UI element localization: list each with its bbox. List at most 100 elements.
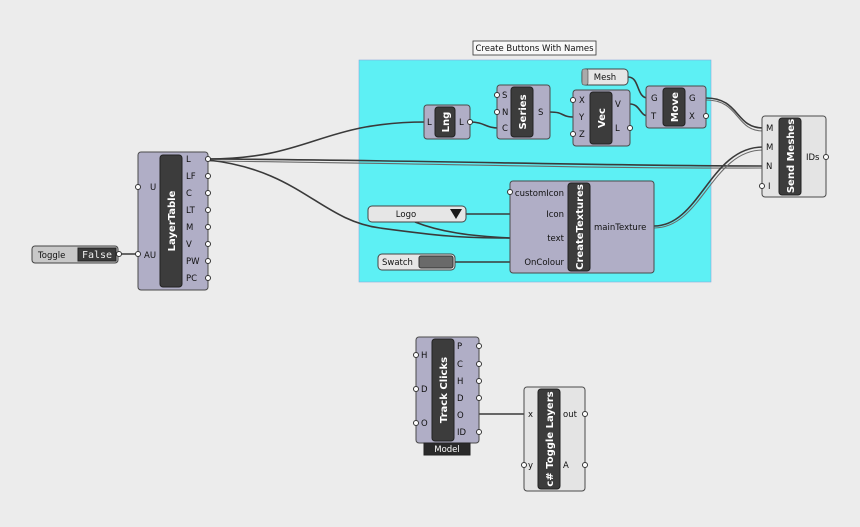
- trackclicks-output-d: D: [457, 394, 464, 404]
- vec-output-v: V: [615, 100, 621, 110]
- trackclicks-component[interactable]: Track Clicks H D O P C H D O ID Model: [413, 336, 482, 456]
- trackclicks-port-d[interactable]: [413, 386, 419, 392]
- move-port-x[interactable]: [703, 113, 709, 119]
- send-meshes-input-m2: M: [766, 143, 773, 153]
- createtextures-input-customicon: customIcon: [515, 189, 564, 199]
- toggle-component[interactable]: Toggle False: [31, 245, 122, 264]
- vec-input-x: X: [579, 96, 585, 106]
- lng-title: Lng: [441, 112, 452, 133]
- createtextures-port-customicon[interactable]: [507, 189, 513, 195]
- toggle-layers-input-x: x: [528, 410, 533, 420]
- wire-l-lng: [207, 121, 427, 160]
- layertable-input-u: U: [150, 183, 156, 193]
- wire-mesh-move: [627, 76, 649, 99]
- group-label-text: Create Buttons With Names: [475, 44, 594, 54]
- vec-component[interactable]: Vec X Y Z V L: [570, 89, 633, 147]
- vec-port-x[interactable]: [570, 97, 576, 103]
- trackclicks-port-d-out[interactable]: [476, 395, 482, 401]
- trackclicks-port-c[interactable]: [476, 361, 482, 367]
- trackclicks-port-o[interactable]: [413, 420, 419, 426]
- toggle-layers-port-out[interactable]: [582, 411, 588, 417]
- series-port-s[interactable]: [494, 92, 500, 98]
- swatch-param[interactable]: Swatch: [377, 253, 456, 271]
- createtextures-title: CreateTextures: [575, 184, 586, 270]
- swatch-color-chip[interactable]: [418, 255, 454, 269]
- series-input-n: N: [502, 108, 508, 118]
- layertable-port-lt[interactable]: [205, 207, 211, 213]
- trackclicks-output-h: H: [457, 377, 463, 387]
- send-meshes-input-i: I: [768, 182, 771, 192]
- toggle-layers-port-a[interactable]: [582, 462, 588, 468]
- wire-move-send-m: [705, 97, 764, 129]
- vec-port-z[interactable]: [570, 131, 576, 137]
- move-output-g: G: [689, 94, 696, 104]
- move-component[interactable]: Move G T G X: [645, 85, 709, 129]
- dropdown-arrow-icon[interactable]: [450, 209, 462, 219]
- vec-port-l[interactable]: [627, 125, 633, 131]
- toggle-layers-input-y: y: [528, 461, 533, 471]
- series-title: Series: [518, 94, 529, 129]
- trackclicks-port-p[interactable]: [476, 343, 482, 349]
- layertable-port-c[interactable]: [205, 190, 211, 196]
- group-label[interactable]: Create Buttons With Names: [472, 40, 597, 56]
- move-output-x: X: [689, 112, 695, 122]
- wire-lng-series: [469, 121, 500, 129]
- layertable-output-c: C: [186, 189, 192, 199]
- swatch-label: Swatch: [382, 258, 413, 268]
- wire-texture-send-m2: [653, 146, 764, 227]
- wire-series-vec: [549, 111, 576, 118]
- series-port-n[interactable]: [494, 109, 500, 115]
- move-title: Move: [670, 92, 681, 122]
- layertable-port-pw[interactable]: [205, 258, 211, 264]
- send-meshes-port-ids[interactable]: [823, 154, 829, 160]
- lng-input-l: L: [427, 118, 432, 128]
- vec-title: Vec: [597, 108, 608, 128]
- lng-component[interactable]: Lng L L: [423, 104, 473, 140]
- layertable-output-lf: LF: [186, 172, 196, 182]
- trackclicks-port-id[interactable]: [476, 429, 482, 435]
- layertable-port-v[interactable]: [205, 241, 211, 247]
- layertable-port-m[interactable]: [205, 224, 211, 230]
- trackclicks-port-h-out[interactable]: [476, 378, 482, 384]
- lng-output-l: L: [459, 118, 464, 128]
- toggle-layers-port-y[interactable]: [521, 462, 527, 468]
- layertable-output-v: V: [186, 240, 192, 250]
- layertable-port-u[interactable]: [135, 184, 141, 190]
- wire-texture-send-m2-2: [653, 149, 764, 229]
- layertable-port-l[interactable]: [205, 156, 211, 162]
- lng-port-out[interactable]: [467, 119, 473, 125]
- wire-l-text: [207, 159, 511, 239]
- createtextures-component[interactable]: CreateTextures customIcon Icon text OnCo…: [507, 180, 655, 274]
- layertable-port-au[interactable]: [135, 251, 141, 257]
- toggle-value[interactable]: False: [82, 250, 112, 261]
- trackclicks-input-h: H: [421, 351, 427, 361]
- layertable-component[interactable]: LayerTable U AU L LF C LT M V PW PC: [135, 151, 211, 291]
- toggle-layers-component[interactable]: c# Toggle Layers x y out A: [521, 386, 588, 492]
- trackclicks-output-c: C: [457, 360, 463, 370]
- layertable-output-lt: LT: [186, 206, 196, 216]
- trackclicks-output-id: ID: [457, 428, 467, 438]
- mesh-label: Mesh: [594, 73, 616, 83]
- send-meshes-component[interactable]: Send Meshes M M N I IDs: [759, 115, 829, 198]
- toggle-layers-output-a: A: [563, 461, 569, 471]
- wire-move-send-m-2: [705, 99, 764, 132]
- toggle-output-port[interactable]: [116, 251, 122, 257]
- series-component[interactable]: Series S N C S: [494, 84, 551, 140]
- layertable-port-lf[interactable]: [205, 173, 211, 179]
- layertable-output-pw: PW: [186, 257, 200, 267]
- logo-valuelist[interactable]: Logo: [367, 205, 467, 223]
- series-input-s: S: [502, 91, 507, 101]
- send-meshes-input-n: N: [766, 162, 772, 172]
- mesh-param[interactable]: Mesh: [581, 68, 629, 86]
- series-output-s: S: [538, 108, 543, 118]
- logo-label: Logo: [396, 210, 416, 220]
- send-meshes-port-i[interactable]: [759, 183, 765, 189]
- trackclicks-output-p: P: [457, 342, 462, 352]
- layertable-input-au: AU: [144, 251, 156, 261]
- toggle-layers-output-out: out: [563, 410, 578, 420]
- send-meshes-input-m1: M: [766, 124, 773, 134]
- trackclicks-footer: Model: [434, 445, 460, 455]
- layertable-port-pc[interactable]: [205, 275, 211, 281]
- trackclicks-port-h[interactable]: [413, 352, 419, 358]
